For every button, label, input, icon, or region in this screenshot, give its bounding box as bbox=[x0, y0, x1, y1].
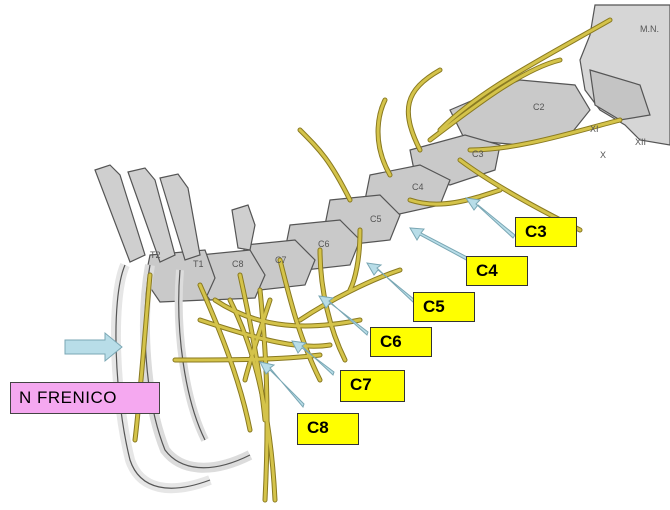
phrenic-nerve-label: N FRENICO bbox=[10, 382, 160, 414]
arrow-c4 bbox=[410, 228, 471, 262]
root-label-c4: C4 bbox=[466, 256, 528, 286]
vertebra-label-c2: C2 bbox=[533, 102, 545, 112]
root-label-c8: C8 bbox=[297, 413, 359, 445]
vertebra-label-c5: C5 bbox=[370, 214, 382, 224]
root-label-c7: C7 bbox=[340, 370, 405, 402]
vertebra-label-c6: C6 bbox=[318, 239, 330, 249]
vertebra-label-c3: C3 bbox=[472, 149, 484, 159]
cranial-label-mn: M.N. bbox=[640, 24, 659, 34]
cranial-label-xii: XII bbox=[635, 137, 646, 147]
arrow-c5 bbox=[367, 263, 415, 303]
spinous-processes bbox=[95, 165, 255, 262]
vertebra-label-c8: C8 bbox=[232, 259, 244, 269]
arrow-c3 bbox=[466, 198, 515, 238]
vertebra-label-c7: C7 bbox=[275, 255, 287, 265]
cranial-label-x: X bbox=[600, 150, 606, 160]
vertebra-label-c4: C4 bbox=[412, 182, 424, 192]
vertebra-label-t1: T1 bbox=[193, 259, 204, 269]
root-label-c5: C5 bbox=[413, 292, 475, 322]
cranial-label-xi: XI bbox=[590, 124, 599, 134]
root-label-c3: C3 bbox=[515, 217, 577, 247]
vertebra-label-t2: T2 bbox=[150, 250, 161, 260]
root-label-c6: C6 bbox=[370, 327, 432, 357]
